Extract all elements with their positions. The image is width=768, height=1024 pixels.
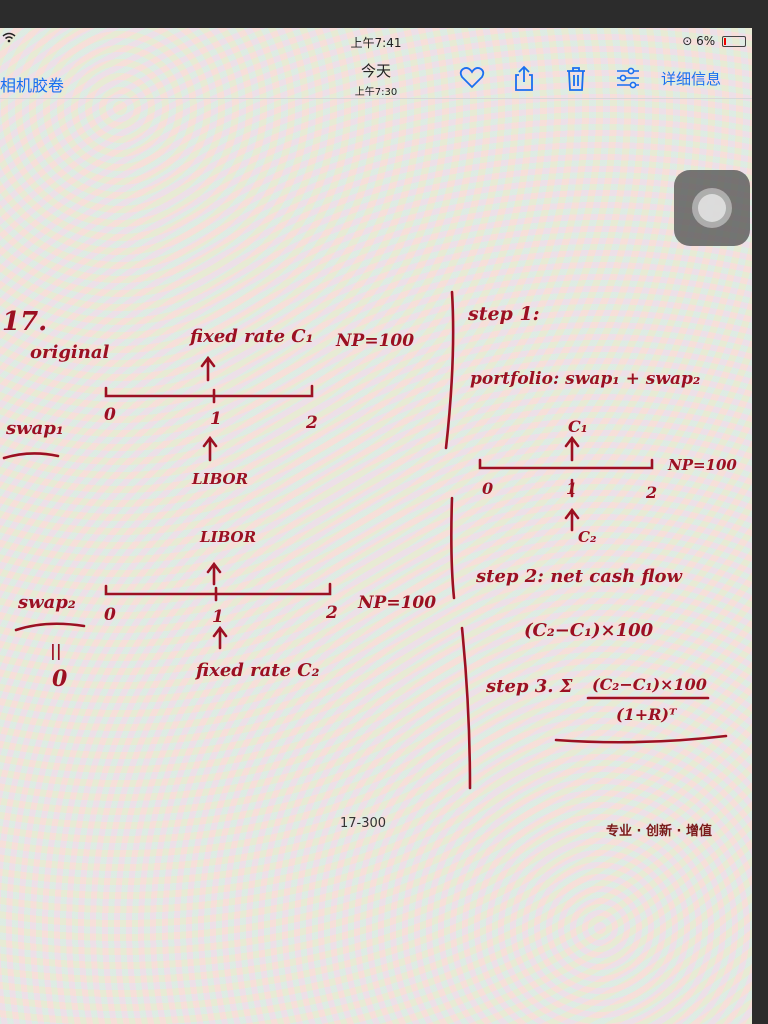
tick-2-original: 2: [305, 413, 318, 433]
label-libor-b: LIBOR: [199, 528, 256, 546]
underline-swap2: [14, 622, 86, 632]
tick-1-original: 1: [210, 409, 222, 429]
wifi-icon: [2, 32, 16, 46]
label-net-cash-flow: (C₂−C₁)×100: [524, 620, 654, 641]
label-fixed-rate-c1: fixed rate C₁: [188, 326, 314, 347]
tick-1-portfolio: 1: [566, 479, 577, 498]
arrow-up-c1-right: [564, 435, 580, 462]
assistive-touch-button[interactable]: [674, 170, 750, 246]
label-c2: C₂: [578, 528, 597, 546]
back-button[interactable]: 相机胶卷: [0, 76, 65, 95]
problem-number: 17.: [2, 307, 47, 337]
label-portfolio: portfolio: swap₁ + swap₂: [470, 369, 700, 389]
status-time: 上午7:41: [350, 36, 402, 50]
underline-swap1: [2, 452, 60, 460]
label-swap1: swap₁: [5, 418, 64, 439]
tick-1-swap2: 1: [212, 607, 224, 627]
battery-percent: 6%: [696, 34, 716, 48]
heart-icon[interactable]: [458, 64, 486, 92]
photo-viewer-screen: 上午7:41 ⊙ 6% 相机胶卷 今天 上午7:30 详细信息 17. orig…: [0, 28, 752, 1024]
label-np-right: NP=100: [667, 456, 737, 474]
label-libor-a: LIBOR: [191, 470, 248, 488]
timeline-original: [104, 384, 314, 398]
label-step1: step 1:: [467, 303, 540, 325]
arrow-up-c2: [212, 625, 228, 650]
timeline-portfolio: [478, 458, 654, 470]
arrow-up-c1: [200, 355, 216, 382]
label-original: original: [30, 342, 110, 363]
battery-status: ⊙ 6%: [682, 34, 746, 48]
device-bezel-top: [0, 0, 768, 28]
arrow-up-libor-b: [206, 561, 222, 586]
label-np-mid: NP=100: [357, 593, 436, 613]
formula-numerator: (C₂−C₁)×100: [592, 675, 707, 694]
label-step3: step 3. Σ: [485, 676, 573, 697]
nav-title-group: 今天 上午7:30: [355, 60, 397, 98]
label-swap2: swap₂: [17, 592, 76, 613]
tick-2-portfolio: 2: [645, 483, 657, 502]
arrow-up-c2-right: [564, 507, 580, 532]
page-number: 17-300: [340, 816, 387, 831]
formula-underline: [554, 734, 728, 744]
column-divider: [444, 290, 472, 790]
page-subtitle: 上午7:30: [354, 87, 398, 98]
brand-footer: 专业 · 创新 · 增值: [606, 824, 712, 839]
details-button[interactable]: 详细信息: [661, 70, 722, 88]
share-icon[interactable]: [510, 64, 538, 92]
tick-2-swap2: 2: [325, 603, 338, 623]
lock-rotation-icon: ⊙: [682, 34, 693, 48]
nav-bar: 相机胶卷 今天 上午7:30 详细信息: [0, 50, 752, 99]
tick-0-original: 0: [104, 405, 116, 425]
adjust-icon[interactable]: [614, 64, 642, 92]
label-step2: step 2: net cash flow: [475, 566, 684, 587]
battery-icon: [722, 36, 746, 47]
tick-0-portfolio: 0: [482, 479, 493, 498]
equals-sign: ||: [50, 641, 62, 660]
label-zero: 0: [52, 666, 68, 692]
page-title: 今天: [360, 62, 391, 80]
label-np-top: NP=100: [335, 331, 414, 351]
handwritten-notes: 17. original fixed rate C₁ NP=100 0 1 2 …: [2, 290, 737, 790]
arrow-up-libor-a: [202, 435, 218, 462]
device-bezel-right: [752, 0, 768, 1024]
label-c1: C₁: [568, 417, 588, 436]
timeline-swap2: [104, 582, 332, 596]
formula-denominator: (1+R)ᵀ: [616, 705, 678, 724]
trash-icon[interactable]: [562, 64, 590, 92]
tick-0-swap2: 0: [104, 605, 116, 625]
label-fixed-rate-c2: fixed rate C₂: [194, 660, 320, 681]
